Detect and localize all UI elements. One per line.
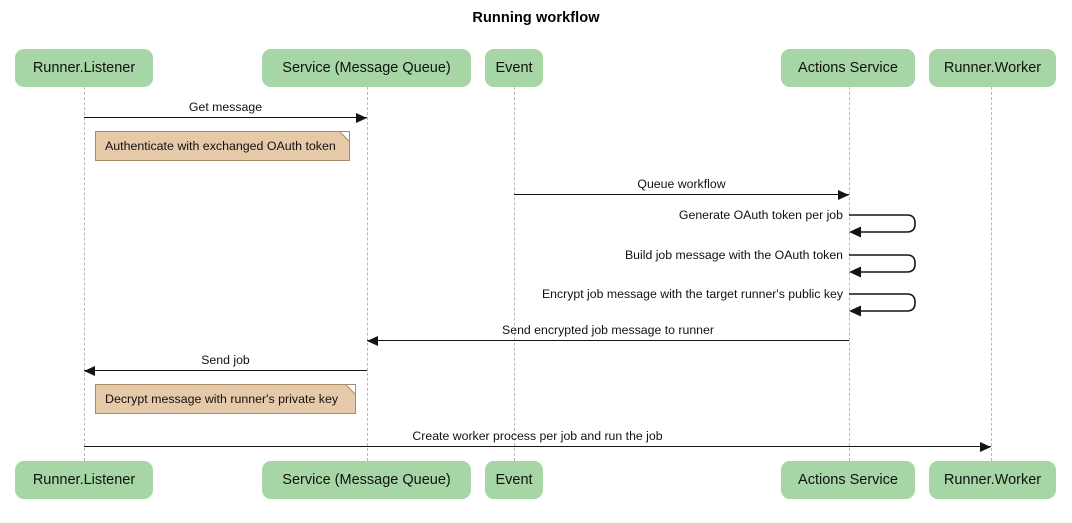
arrowhead-right [838, 189, 849, 200]
participant-label: Runner.Listener [32, 472, 136, 488]
lifeline-actions-service [849, 87, 850, 461]
lifeline-event [514, 87, 515, 461]
lifeline-runner-listener [84, 87, 85, 461]
message-line [514, 194, 849, 195]
note-fold-corner-icon [346, 385, 355, 394]
participant-bottom-event[interactable]: Event [485, 461, 543, 499]
participant-label: Runner.Worker [943, 60, 1042, 76]
participant-top-runner-worker[interactable]: Runner.Worker [929, 49, 1056, 87]
message-line [84, 446, 991, 447]
participant-label: Service (Message Queue) [282, 60, 451, 76]
message-line [367, 340, 849, 341]
message-label: Queue workflow [637, 177, 726, 191]
participant-top-service-message-queue[interactable]: Service (Message Queue) [262, 49, 471, 87]
arrowhead-left [84, 365, 95, 376]
participant-bottom-runner-worker[interactable]: Runner.Worker [929, 461, 1056, 499]
participant-label: Actions Service [798, 60, 898, 76]
note-fold-corner-icon [340, 132, 349, 141]
message-line [84, 370, 367, 371]
participant-label: Runner.Listener [32, 60, 136, 76]
self-loop [849, 213, 919, 244]
participant-label: Event [495, 60, 533, 76]
message-label: Create worker process per job and run th… [412, 429, 663, 443]
participant-top-runner-listener[interactable]: Runner.Listener [15, 49, 153, 87]
participant-label: Actions Service [798, 472, 898, 488]
participant-bottom-runner-listener[interactable]: Runner.Listener [15, 461, 153, 499]
note-label: Decrypt message with runner's private ke… [105, 392, 339, 406]
message-label: Generate OAuth token per job [678, 208, 843, 222]
message-line [84, 117, 367, 118]
note-decrypt-note: Decrypt message with runner's private ke… [95, 384, 356, 414]
message-label: Send job [201, 353, 250, 367]
note-authenticate-note: Authenticate with exchanged OAuth token [95, 131, 350, 161]
note-label: Authenticate with exchanged OAuth token [105, 139, 336, 153]
participant-top-event[interactable]: Event [485, 49, 543, 87]
participant-label: Event [495, 472, 533, 488]
lifeline-service-message-queue [367, 87, 368, 461]
page-title: Running workflow [472, 10, 600, 26]
message-label: Send encrypted job message to runner [502, 323, 714, 337]
participant-label: Runner.Worker [943, 472, 1042, 488]
message-label: Get message [188, 100, 263, 114]
arrowhead-right [356, 112, 367, 123]
message-label: Build job message with the OAuth token [624, 248, 843, 262]
arrowhead-right [980, 441, 991, 452]
participant-label: Service (Message Queue) [282, 472, 451, 488]
self-loop [849, 292, 919, 323]
participant-top-actions-service[interactable]: Actions Service [781, 49, 915, 87]
participant-bottom-service-message-queue[interactable]: Service (Message Queue) [262, 461, 471, 499]
message-label: Encrypt job message with the target runn… [541, 287, 843, 301]
arrowhead-left [367, 335, 378, 346]
lifeline-runner-worker [991, 87, 992, 461]
self-loop [849, 253, 919, 284]
participant-bottom-actions-service[interactable]: Actions Service [781, 461, 915, 499]
